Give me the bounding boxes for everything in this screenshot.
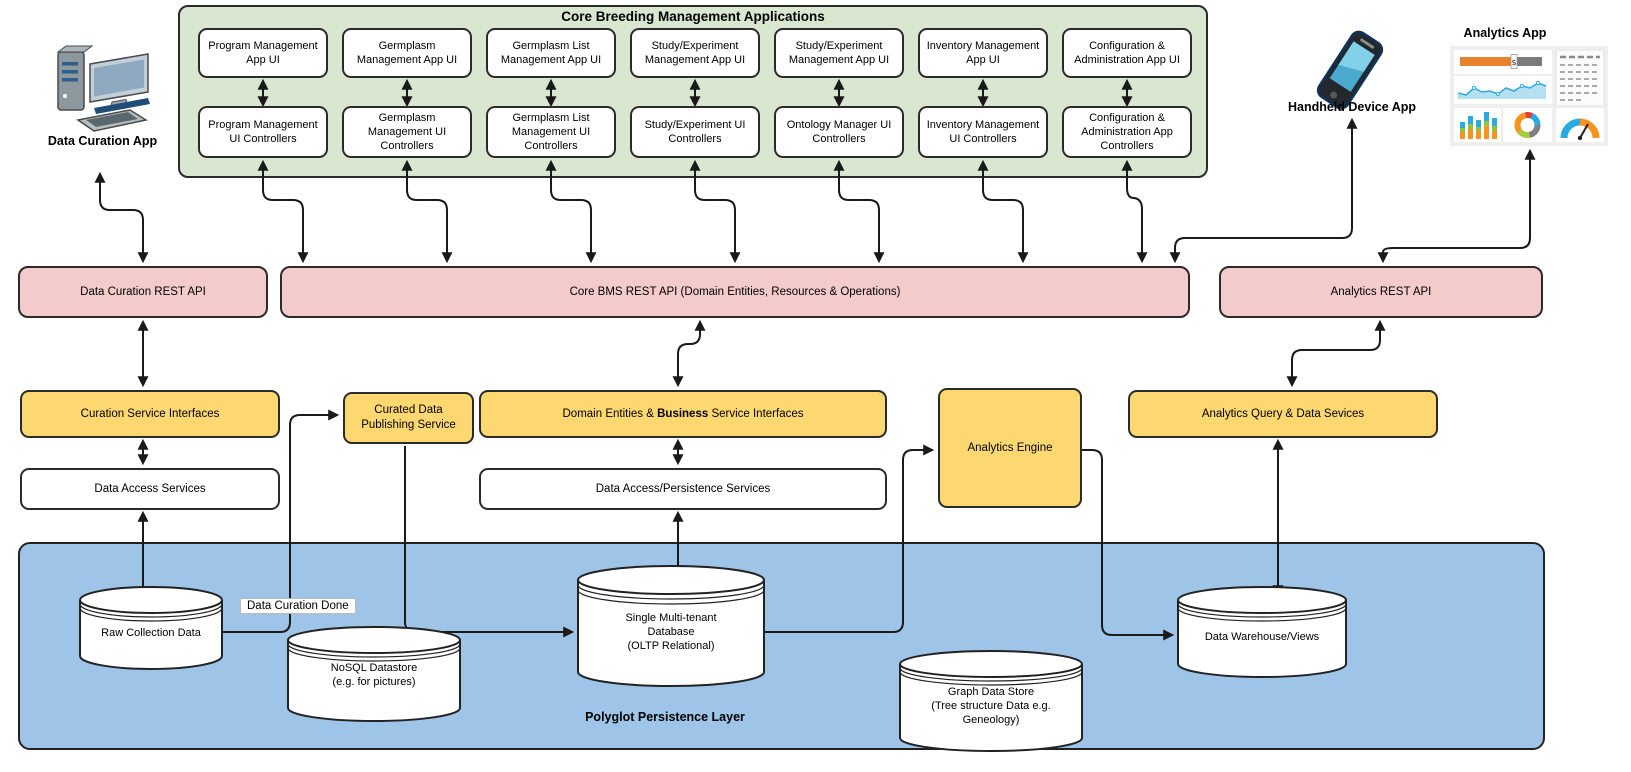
nosql-label: NoSQL Datastore (e.g. for pictures) [294,662,454,690]
handheld-device-app-label: Handheld Device App [1287,100,1417,114]
desktop-computer-icon [48,40,158,134]
box-label: Analytics Query & Data Sevices [1201,407,1365,420]
cylinder-label-line: Raw Collection Data [101,627,201,639]
analytics-query-box: Analytics Query & Data Sevices [1128,390,1438,438]
box-label: Data Access/Persistence Services [595,482,771,495]
analytics-dashboard-icon: $ [1450,46,1608,146]
analytics-app-label: Analytics App [1463,26,1547,40]
domain-label-bold: Business [657,407,709,420]
graph-store-label: Graph Data Store (Tree structure Data e.… [901,686,1081,727]
cylinder-label-line: (e.g. for pictures) [332,675,416,688]
data-curation-rest-api-box: Data Curation REST API [18,266,268,318]
data-curation-app-label: Data Curation App [47,134,158,148]
box-label: Analytics Engine [967,441,1053,454]
box-label: Germplasm List Management App UI [500,39,602,66]
box-label: Inventory Management App UI [926,39,1040,66]
box-label: Germplasm Management UI Controllers [367,111,447,153]
box-label: Configuration & Administration App Contr… [1081,111,1173,153]
core-apps-title: Core Breeding Management Applications [561,9,825,24]
data-table [1555,49,1605,107]
cylinder-label-line: Geneology) [962,713,1020,726]
polyglot-persistence-layer [18,542,1545,750]
box-label: Curated Data Publishing Service [361,404,456,431]
config-admin-app-ui-box: Configuration & Administration App UI [1062,28,1192,78]
gauge-chart [1556,108,1604,142]
arrow-analytics-app-rest [1377,148,1536,264]
box-label: Program Management App UI [208,39,318,66]
smartphone-icon [1300,26,1400,116]
area-chart [1454,76,1552,104]
curation-service-interfaces-box: Curation Service Interfaces [20,390,280,438]
oltp-label: Single Multi-tenant Database (OLTP Relat… [586,612,756,653]
cylinder-label-line: (Tree structure Data e.g. [931,699,1051,712]
bar-chart [1454,108,1501,142]
curated-data-publishing-box: Curated Data Publishing Service [343,392,474,444]
box-label: Analytics REST API [1330,285,1432,298]
box-label: Inventory Management UI Controllers [926,118,1040,145]
cylinder-label-line: (OLTP Relational) [627,639,715,652]
box-label: Study/Experiment UI Controllers [644,118,746,145]
box-label: Program Management UI Controllers [208,118,318,145]
config-admin-controllers-box: Configuration & Administration App Contr… [1062,106,1192,158]
inventory-controllers-box: Inventory Management UI Controllers [918,106,1048,158]
box-label: Germplasm Management App UI [356,39,458,66]
warehouse-label: Data Warehouse/Views [1187,631,1337,645]
box-label: Study/Experiment Management App UI [788,39,890,66]
box-label: Germplasm List Management UI Controllers [511,111,591,153]
donut-chart [1503,108,1552,142]
data-access-services-box: Data Access Services [20,468,280,510]
box-label: Curation Service Interfaces [80,407,220,420]
program-app-ui-box: Program Management App UI [198,28,328,78]
progress-bar-chart: $ [1454,50,1552,74]
core-bms-rest-api-box: Core BMS REST API (Domain Entities, Reso… [280,266,1190,318]
box-label: Data Access Services [94,482,206,495]
box-label: Data Curation REST API [80,285,206,298]
germplasm-list-controllers-box: Germplasm List Management UI Controllers [486,106,616,158]
polyglot-persistence-label: Polyglot Persistence Layer [585,710,745,724]
inventory-app-ui-box: Inventory Management App UI [918,28,1048,78]
ontology-controllers-box: Ontology Manager UI Controllers [774,106,904,158]
program-controllers-box: Program Management UI Controllers [198,106,328,158]
cylinder-label-line: Single Multi-tenant [625,612,717,624]
arrow-analytics-rest-query [1286,319,1386,388]
box-label: Domain Entities & Business Service Inter… [563,407,804,422]
germplasm-app-ui-box: Germplasm Management App UI [342,28,472,78]
box-label: Ontology Manager UI Controllers [786,118,892,145]
data-curation-done-label: Data Curation Done [240,598,356,614]
cylinder-label-line: Database [647,625,695,638]
domain-label-pre: Domain Entities & [562,407,658,420]
arrow-core-rest-domain [672,319,706,388]
box-label: Study/Experiment Management App UI [644,39,746,66]
box-label: Core BMS REST API (Domain Entities, Reso… [569,285,901,298]
cylinder-label-line: Graph Data Store [947,686,1035,698]
study-app-ui-box-2: Study/Experiment Management App UI [774,28,904,78]
domain-label-post: Service Interfaces [708,407,804,420]
raw-collection-label: Raw Collection Data [86,627,216,641]
data-access-persistence-box: Data Access/Persistence Services [479,468,887,510]
germplasm-list-app-ui-box: Germplasm List Management App UI [486,28,616,78]
box-label: Configuration & Administration App UI [1074,39,1180,66]
arrow-curation-app-rest [94,171,149,264]
domain-entities-box: Domain Entities & Business Service Inter… [479,390,887,438]
analytics-rest-api-box: Analytics REST API [1219,266,1543,318]
study-controllers-box: Study/Experiment UI Controllers [630,106,760,158]
cylinder-label-line: Data Warehouse/Views [1204,631,1320,643]
analytics-engine-box: Analytics Engine [938,388,1082,508]
cylinder-label-line: NoSQL Datastore [330,662,418,674]
germplasm-controllers-box: Germplasm Management UI Controllers [342,106,472,158]
study-app-ui-box: Study/Experiment Management App UI [630,28,760,78]
svg-text:$: $ [1511,58,1516,67]
